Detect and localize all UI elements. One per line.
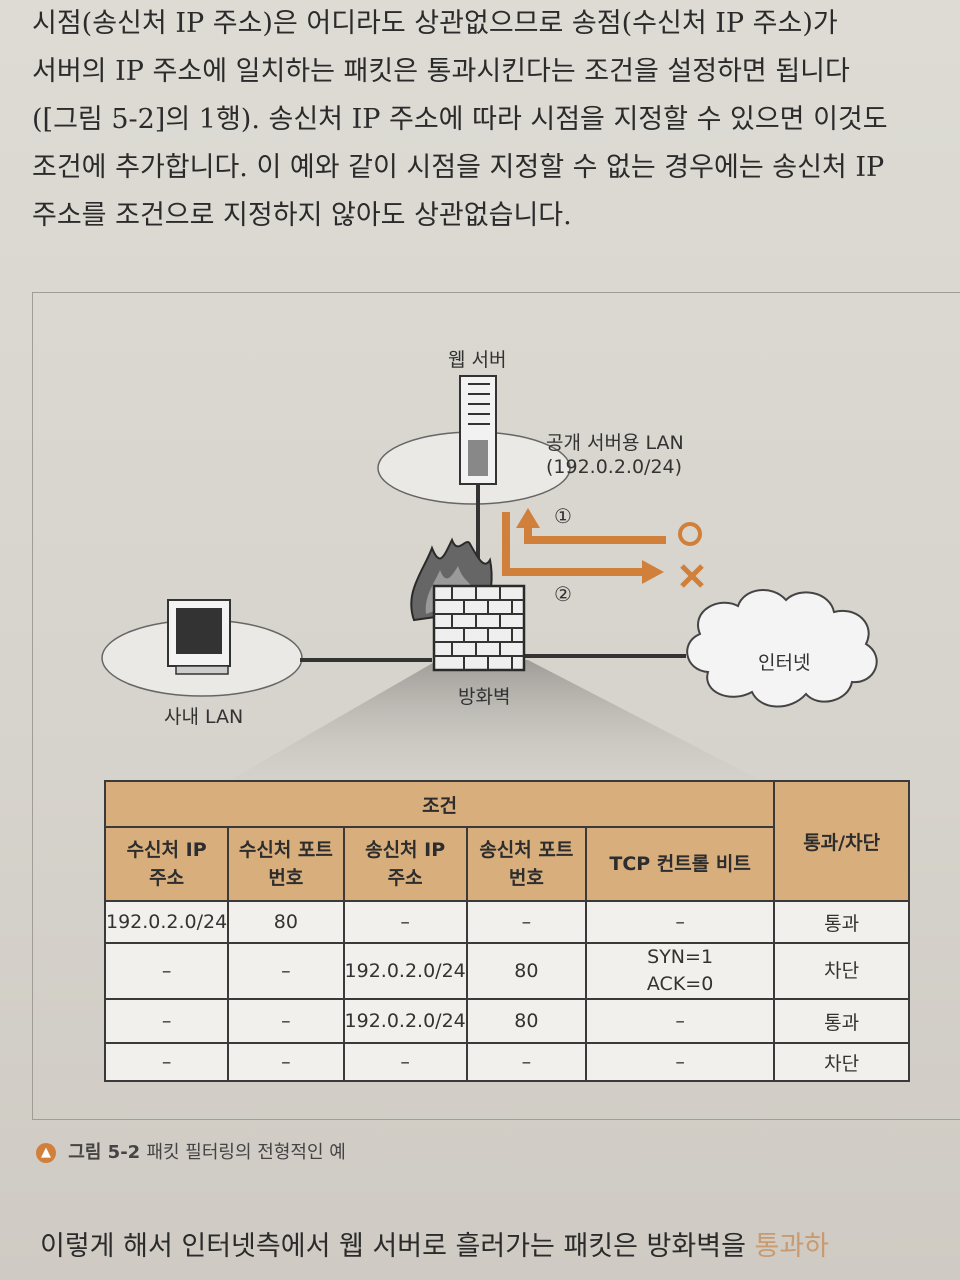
body-line: 조건에 추가합니다. 이 예와 같이 시점을 지정할 수 없는 경우에는 송신처… [32, 152, 885, 183]
table-row: 192.0.2.0/24 80 – – – 통과 [103, 900, 910, 944]
table-row: – – 192.0.2.0/24 80 – 통과 [103, 998, 910, 1044]
table-cell: – [103, 1042, 230, 1082]
column-header: 수신처 IP 주소 [103, 826, 230, 902]
body-line: 주소를 조건으로 지정하지 않아도 상관없습니다. [32, 200, 572, 231]
caption-arrow-icon: ▲ [36, 1143, 56, 1163]
bottom-text-faded: 통과하 [754, 1231, 830, 1262]
figure-caption: ▲ 그림 5-2 패킷 필터링의 전형적인 예 [36, 1138, 346, 1164]
public-lan-subnet: (192.0.2.0/24) [546, 456, 683, 478]
column-header: 송신처 포트 번호 [465, 826, 587, 902]
table-cell: – [103, 942, 230, 1000]
table-cell: 80 [465, 998, 587, 1044]
bottom-text-main: 이렇게 해서 인터넷측에서 웹 서버로 흘러가는 패킷은 방화벽을 [40, 1231, 755, 1262]
table-cell: – [584, 1042, 776, 1082]
web-server-label: 웹 서버 [448, 349, 507, 371]
conditions-header: 조건 [103, 780, 776, 828]
packet-arrow-1 [516, 508, 666, 544]
table-cell: 차단 [773, 1042, 910, 1082]
column-header: 송신처 IP 주소 [342, 826, 468, 902]
column-header: TCP 컨트롤 비트 [584, 826, 776, 902]
internet-cloud [686, 588, 878, 708]
table-cell: 192.0.2.0/24 [342, 998, 468, 1044]
arrow2-label: ② [554, 582, 572, 606]
table-cell: SYN=1 ACK=0 [584, 942, 776, 1000]
internet-label: 인터넷 [758, 652, 811, 674]
pc-icon [167, 599, 231, 675]
body-line: 시점(송신처 IP 주소)은 어디라도 상관없으므로 송점(수신처 IP 주소)… [32, 8, 838, 39]
table-cell: – [342, 900, 468, 944]
table-cell: 192.0.2.0/24 [103, 900, 230, 944]
caption-number: 그림 5-2 [68, 1142, 141, 1163]
table-cell: – [103, 998, 230, 1044]
table-row: – – 192.0.2.0/24 80 SYN=1 ACK=0 차단 [103, 942, 910, 1000]
firewall-brick-icon [432, 584, 526, 672]
table-row: – – – – – 차단 [103, 1042, 910, 1082]
table-cell: 통과 [773, 998, 910, 1044]
table-cell: 통과 [773, 900, 910, 944]
packet-arrow-2 [502, 512, 664, 584]
table-cell: 192.0.2.0/24 [342, 942, 468, 1000]
result-header: 통과/차단 [773, 780, 910, 902]
table-cell: – [227, 942, 345, 1000]
table-cell: – [227, 998, 345, 1044]
block-symbol [680, 564, 704, 588]
filter-rules-table: 조건 통과/차단 수신처 IP 주소 수신처 포트 번호 송신처 IP 주소 송… [103, 780, 910, 1082]
table-cell: 80 [227, 900, 345, 944]
arrow1-label: ① [554, 504, 572, 528]
web-server-icon [459, 375, 497, 485]
firewall-shadow [230, 660, 760, 780]
body-paragraph: 시점(송신처 IP 주소)은 어디라도 상관없으므로 송점(수신처 IP 주소)… [32, 0, 960, 240]
table-cell: – [342, 1042, 468, 1082]
table-cell: 80 [465, 942, 587, 1000]
table-cell: – [584, 998, 776, 1044]
body-line: ([그림 5-2]의 1행). 송신처 IP 주소에 따라 시점을 지정할 수 … [32, 104, 888, 135]
internal-lan-label: 사내 LAN [164, 706, 244, 728]
bottom-body-line: 이렇게 해서 인터넷측에서 웹 서버로 흘러가는 패킷은 방화벽을 통과하 [40, 1224, 829, 1263]
figure-frame [32, 292, 960, 1120]
table-cell: – [227, 1042, 345, 1082]
table-cell: – [465, 1042, 587, 1082]
column-header: 수신처 포트 번호 [227, 826, 345, 902]
public-lan-label: 공개 서버용 LAN [546, 432, 684, 454]
pass-symbol [678, 522, 702, 546]
caption-text: 패킷 필터링의 전형적인 예 [146, 1142, 346, 1163]
body-line: 서버의 IP 주소에 일치하는 패킷은 통과시킨다는 조건을 설정하면 됩니다 [32, 56, 850, 87]
firewall-label: 방화벽 [458, 686, 511, 708]
table-cell: 차단 [773, 942, 910, 1000]
table-cell: – [584, 900, 776, 944]
table-cell: – [465, 900, 587, 944]
